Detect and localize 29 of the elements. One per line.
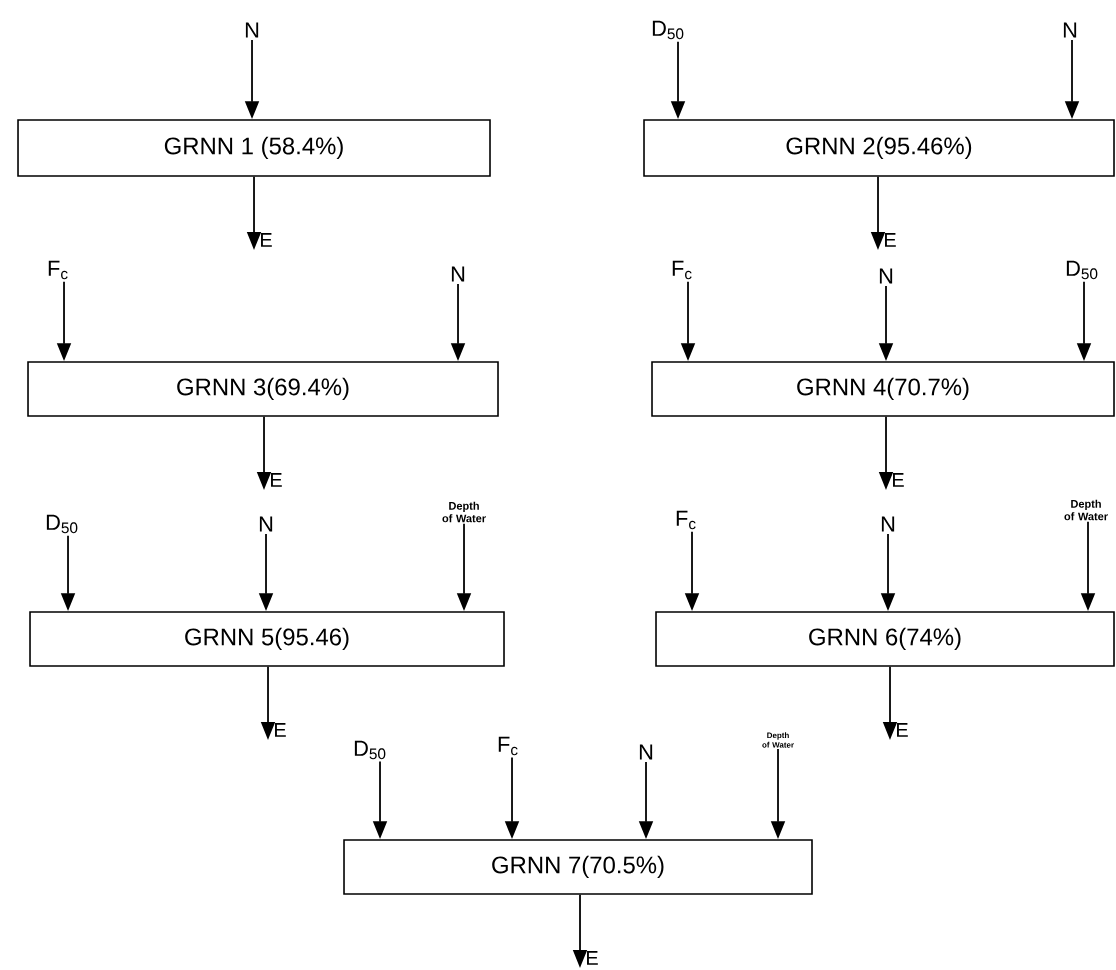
input-label: N [259, 516, 273, 532]
input-label: N [1063, 22, 1077, 38]
input-label: N [639, 744, 653, 760]
input-label: F$_{c}$ [672, 260, 692, 280]
model-box: GRNN 2(95.46%) [643, 119, 1115, 177]
model-box: GRNN 5(95.46) [29, 611, 505, 667]
input-label: N [451, 266, 465, 282]
model-box: GRNN 6(74%) [655, 611, 1115, 667]
input-label: F$_{c}$ [676, 510, 696, 530]
input-label: D$_{50}$ [46, 514, 78, 534]
input-label: N [881, 516, 895, 532]
output-label: E [275, 723, 286, 737]
input-label: N [245, 22, 259, 38]
model-box: GRNN 7(70.5%) [343, 839, 813, 895]
output-label: E [271, 473, 282, 487]
model-box: GRNN 3(69.4%) [27, 361, 499, 417]
input-label: D$_{50}$ [354, 740, 386, 760]
output-label: E [897, 723, 908, 737]
output-label: E [261, 233, 272, 247]
model-box: GRNN 4(70.7%) [651, 361, 1115, 417]
model-box: GRNN 1 (58.4%) [17, 119, 491, 177]
input-label: N [879, 268, 893, 284]
input-label: F$_{c}$ [48, 260, 68, 280]
output-label: E [885, 233, 896, 247]
output-label: E [587, 951, 598, 965]
input-label: D$_{50}$ [1066, 260, 1098, 280]
output-label: E [893, 473, 904, 487]
input-label: F$_{c}$ [498, 736, 518, 756]
input-label: D$_{50}$ [652, 20, 684, 40]
